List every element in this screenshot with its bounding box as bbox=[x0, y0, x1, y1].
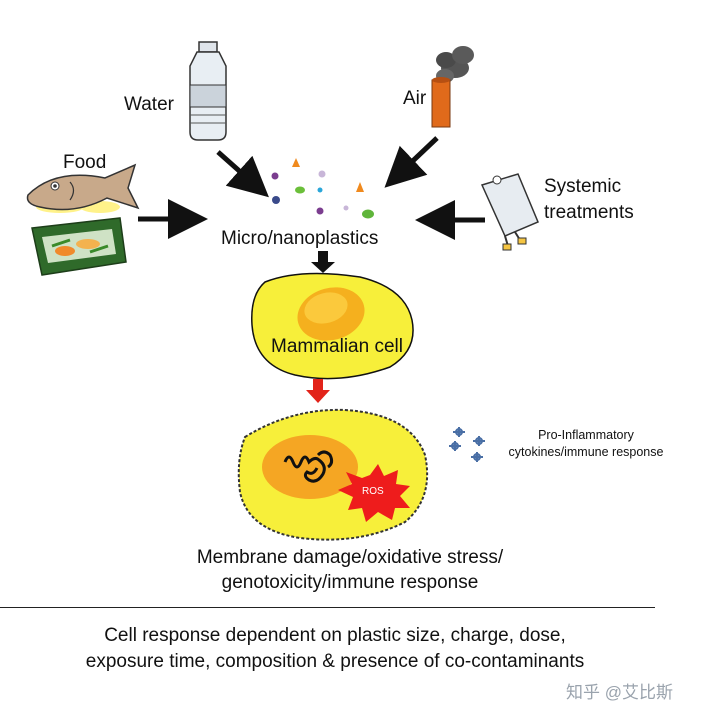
label-effects-line2: genotoxicity/immune response bbox=[221, 572, 479, 593]
label-ros: ROS bbox=[362, 486, 384, 497]
divider-line bbox=[0, 607, 655, 608]
down-arrow-red bbox=[306, 379, 330, 403]
mammalian-cell bbox=[251, 272, 414, 380]
arrow-air bbox=[384, 136, 439, 188]
label-food: Food bbox=[63, 152, 107, 173]
label-systemic-line1: Systemic bbox=[544, 176, 622, 197]
label-systemic-line2: treatments bbox=[544, 202, 634, 223]
down-arrow-black bbox=[311, 251, 335, 273]
footer-line2: exposure time, composition & presence of… bbox=[85, 651, 585, 672]
damaged-cell bbox=[237, 408, 429, 541]
label-inflammation-line2: cytokines/immune response bbox=[508, 445, 664, 459]
arrow-water bbox=[216, 150, 269, 198]
chimney-smoke-icon bbox=[431, 46, 474, 128]
label-water: Water bbox=[124, 94, 174, 115]
label-mammalian-cell: Mammalian cell bbox=[271, 336, 403, 357]
food-package-icon bbox=[31, 217, 127, 276]
ros-burst bbox=[338, 464, 410, 522]
label-inflammation-line1: Pro-Inflammatory bbox=[538, 428, 634, 442]
watermark: 知乎 @艾比斯 bbox=[566, 683, 673, 702]
label-effects-line1: Membrane damage/oxidative stress/ bbox=[196, 547, 504, 568]
fish-icon bbox=[26, 163, 140, 213]
plastic-particles bbox=[271, 158, 374, 219]
water-bottle-icon bbox=[189, 41, 227, 141]
label-air: Air bbox=[403, 88, 427, 109]
footer-line1: Cell response dependent on plastic size,… bbox=[104, 625, 566, 646]
label-micro-nanoplastics: Micro/nanoplastics bbox=[221, 228, 379, 249]
source-arrows bbox=[138, 136, 485, 240]
iv-bag-icon bbox=[480, 173, 539, 251]
cytokine-icons bbox=[449, 427, 485, 462]
